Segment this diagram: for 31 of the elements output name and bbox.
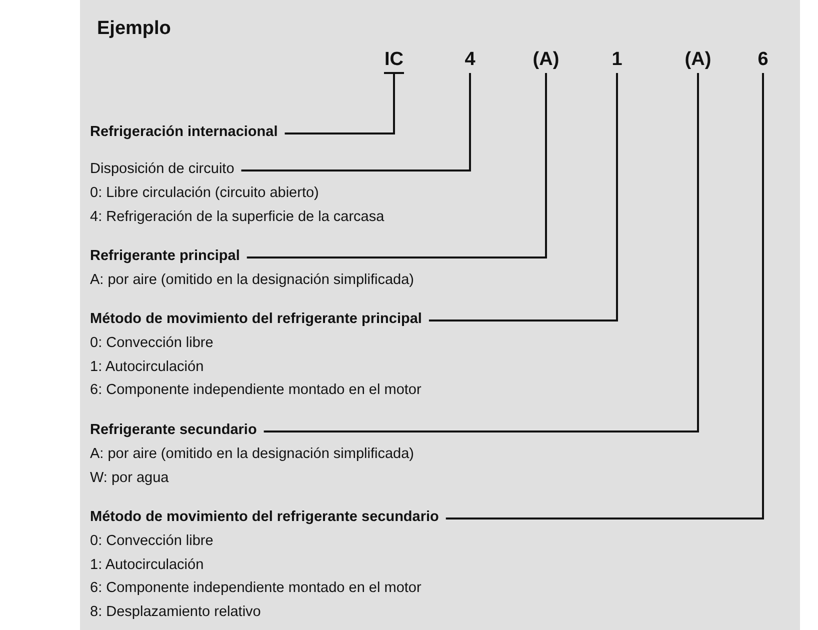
section-heading: Disposición de circuito (90, 160, 234, 179)
leader-line (241, 73, 471, 172)
code-character: 6 (758, 49, 768, 71)
leader-line (284, 72, 405, 134)
option-text: 8: Desplazamiento relativo (90, 603, 261, 622)
code-character: IC (384, 49, 404, 71)
leader-line (428, 73, 618, 322)
option-text: A: por aire (omitido en la designación simplificada) (90, 270, 414, 290)
leader-line (246, 73, 547, 258)
option-text: 6: Componente independiente montado en el motor (90, 579, 422, 598)
option-text: W: por agua (90, 468, 169, 488)
option-text: A: por aire (omitido en la designación simplificada) (90, 444, 414, 464)
section-heading: Método de movimiento del refrigerante principal (90, 310, 422, 329)
title: Ejemplo (97, 18, 171, 40)
option-text: 1: Autocirculación (90, 556, 204, 575)
code-character: 4 (464, 49, 476, 71)
section-heading: Refrigerante principal (90, 247, 240, 266)
code-character: 1 (612, 49, 622, 71)
leader-line (446, 73, 764, 520)
section-heading: Refrigerante secundario (90, 421, 257, 440)
option-text: 0: Convección libre (90, 334, 214, 353)
option-text: 4: Refrigeración de la superficie de la carcasa (90, 208, 384, 227)
option-text: 0: Libre circulación (circuito abierto) (90, 184, 319, 203)
leader-line (264, 73, 699, 432)
option-text: 6: Componente independiente montado en el motor (90, 381, 422, 400)
section-heading: Refrigeración internacional (90, 123, 278, 142)
option-text: 1: Autocirculación (90, 358, 204, 377)
section-heading: Método de movimiento del refrigerante secundario (90, 508, 439, 527)
option-text: 0: Convección libre (90, 532, 214, 551)
code-character: (A) (532, 49, 560, 71)
code-character: (A) (684, 49, 712, 71)
